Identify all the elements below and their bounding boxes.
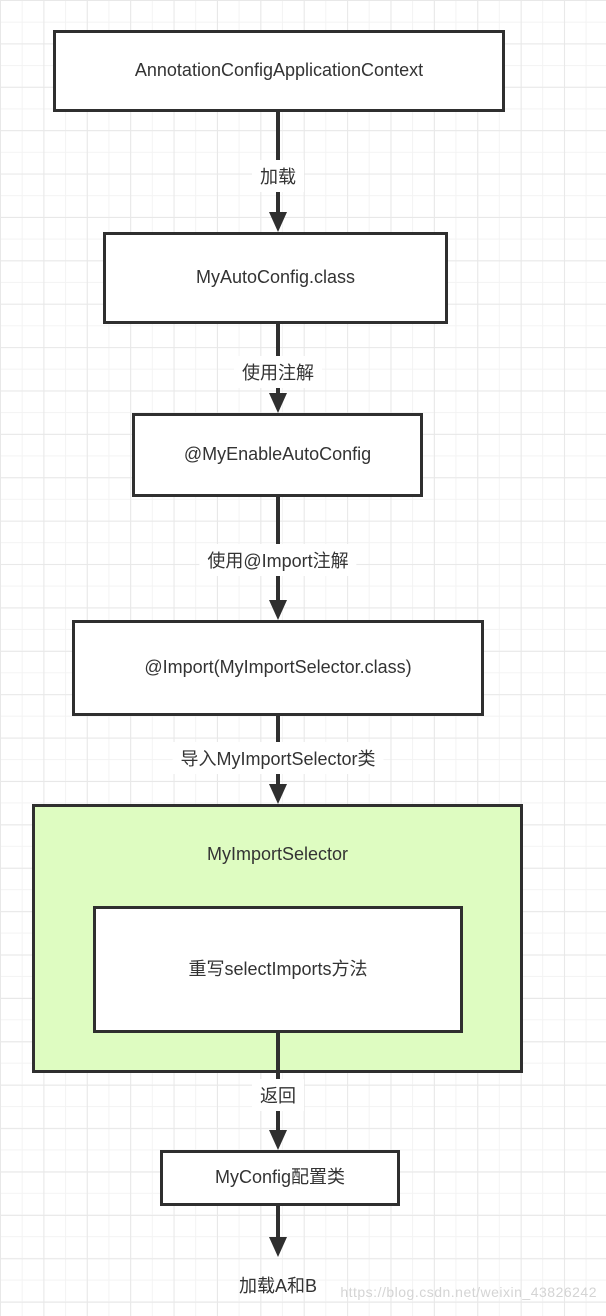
node-override-select-imports: 重写selectImports方法: [93, 906, 463, 1033]
terminal-label-load-ab: 加载A和B: [238, 1276, 318, 1296]
node-my-auto-config-class: MyAutoConfig.class: [103, 232, 448, 324]
edge-label-import-selector: 导入MyImportSelector类: [172, 742, 384, 774]
arrow-down-icon: [269, 393, 287, 413]
edge-line-load-ab: [276, 1206, 280, 1239]
edge-label-return: 返回: [252, 1079, 304, 1111]
node-label: MyConfig配置类: [214, 1167, 346, 1188]
node-my-config: MyConfig配置类: [160, 1150, 400, 1206]
node-label: 重写selectImports方法: [188, 958, 368, 979]
arrow-down-icon: [269, 212, 287, 232]
arrow-down-icon: [269, 784, 287, 804]
edge-label-load: 加载: [252, 160, 304, 192]
arrow-down-icon: [269, 1237, 287, 1257]
arrow-down-icon: [269, 1130, 287, 1150]
group-title: MyImportSelector: [206, 844, 349, 864]
node-import-my-import-selector: @Import(MyImportSelector.class): [72, 620, 484, 716]
node-label: @Import(MyImportSelector.class): [144, 657, 412, 678]
arrow-down-icon: [269, 600, 287, 620]
edge-label-use-import: 使用@Import注解: [199, 544, 357, 576]
node-annotation-config-application-context: AnnotationConfigApplicationContext: [53, 30, 505, 112]
node-label: MyAutoConfig.class: [195, 267, 356, 288]
node-label: @MyEnableAutoConfig: [183, 444, 372, 465]
node-label: AnnotationConfigApplicationContext: [134, 60, 424, 81]
watermark: https://blog.csdn.net/weixin_43826242: [340, 1284, 597, 1300]
node-my-enable-auto-config: @MyEnableAutoConfig: [132, 413, 423, 497]
edge-label-use-annotation: 使用注解: [234, 356, 322, 388]
